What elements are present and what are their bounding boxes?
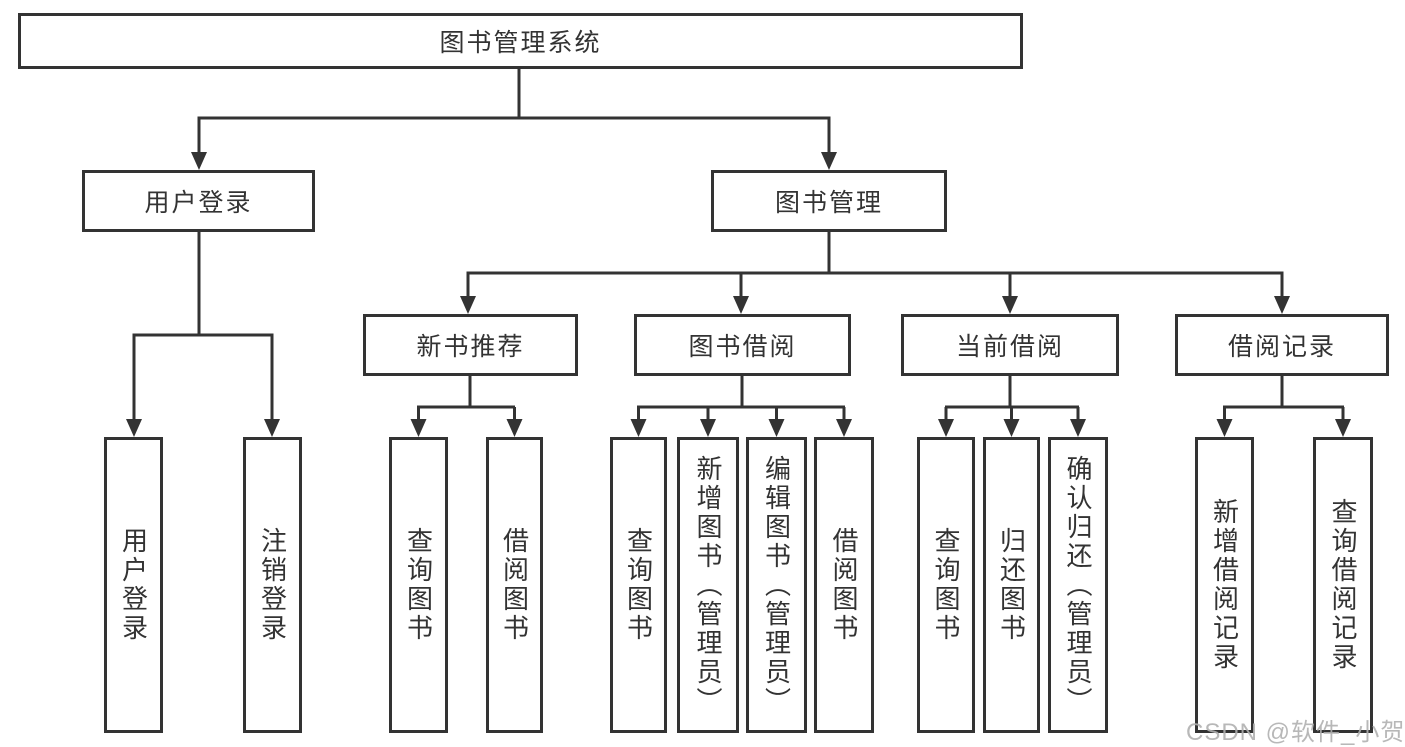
leaf-query-book-1: 查询图书	[389, 437, 448, 733]
leaf-return-book: 归还图书	[983, 437, 1040, 733]
leaf-query-borrow-record: 查询借阅记录	[1313, 437, 1373, 733]
node-borrow-records: 借阅记录	[1175, 314, 1389, 376]
leaf-borrow-book-2: 借阅图书	[814, 437, 874, 733]
leaf-query-book-3: 查询图书	[917, 437, 975, 733]
leaf-logout: 注销登录	[243, 437, 302, 733]
leaf-add-borrow-record: 新增借阅记录	[1195, 437, 1254, 733]
node-user-login: 用户登录	[82, 170, 315, 232]
node-root: 图书管理系统	[18, 13, 1023, 69]
leaf-borrow-book-1: 借阅图书	[486, 437, 543, 733]
connector-path	[132, 69, 1345, 419]
node-book-management: 图书管理	[711, 170, 947, 232]
node-current-borrow: 当前借阅	[901, 314, 1119, 376]
leaf-user-login: 用户登录	[104, 437, 163, 733]
node-new-book-recommend: 新书推荐	[363, 314, 578, 376]
csdn-watermark: CSDN @软件_小贺同学	[1186, 719, 1405, 746]
leaf-query-book-2: 查询图书	[610, 437, 667, 733]
leaf-add-book-admin: 新增图书（管理员）	[677, 437, 739, 733]
leaf-confirm-return-admin: 确认归还（管理员）	[1048, 437, 1108, 733]
leaf-edit-book-admin: 编辑图书（管理员）	[746, 437, 807, 733]
node-book-borrowing: 图书借阅	[634, 314, 851, 376]
